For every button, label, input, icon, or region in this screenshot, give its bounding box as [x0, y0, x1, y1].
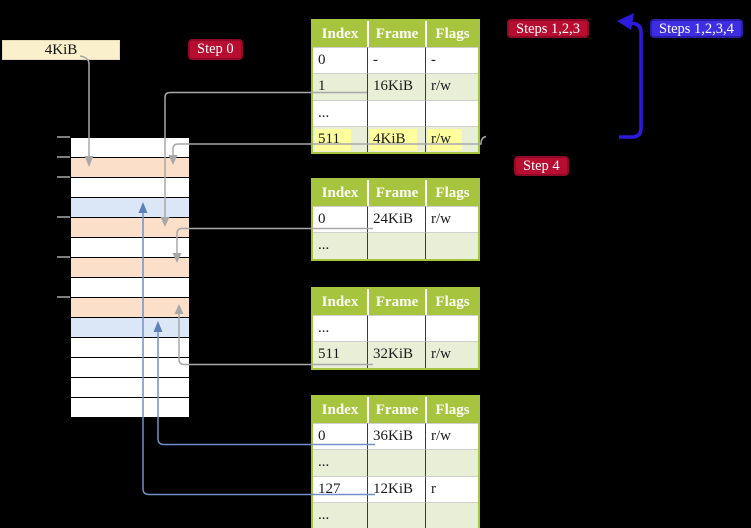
- table-cell: ...: [313, 99, 367, 126]
- table-cell: 32KiB: [367, 341, 425, 368]
- table-cell: [367, 99, 425, 126]
- memory-address-tick: [57, 176, 70, 178]
- table-header-cell: Frame: [367, 21, 425, 48]
- table-cell: r: [425, 475, 478, 502]
- table-cell: -: [425, 47, 478, 74]
- table-header-cell: Flags: [425, 289, 478, 316]
- table-cell: ...: [313, 449, 367, 476]
- step-0-badge: Step 0: [188, 39, 243, 60]
- table-cell: ...: [313, 501, 367, 528]
- memory-frame-row-28kib: [71, 278, 189, 298]
- memory-frame-row-20kib: [71, 238, 189, 258]
- table-header-cell: Index: [313, 289, 367, 316]
- highlighted-value: 4KiB: [370, 128, 417, 151]
- table-cell: [367, 232, 425, 259]
- table-cell: 16KiB: [367, 73, 425, 100]
- table-cell: 36KiB: [367, 423, 425, 450]
- table-cell: [367, 449, 425, 476]
- table-cell: 4KiB: [367, 125, 425, 152]
- table-cell: r/w: [425, 206, 478, 233]
- table-header-cell: Index: [313, 397, 367, 424]
- table-cell: [425, 315, 478, 342]
- table-cell: -: [367, 47, 425, 74]
- memory-frame-row-24kib: [71, 258, 189, 278]
- highlighted-value: 511: [315, 128, 351, 151]
- memory-frame-row-0kib: [71, 138, 189, 158]
- steps-1234-arrow-line: [619, 21, 643, 139]
- steps-1234-badge: Steps 1,2,3,4: [650, 19, 743, 38]
- memory-address-tick: [57, 256, 70, 258]
- table-header-cell: Flags: [425, 21, 478, 48]
- step-4-badge: Step 4: [514, 156, 569, 176]
- memory-frame-row-16kib: [71, 218, 189, 238]
- table-cell: r/w: [425, 423, 478, 450]
- highlighted-value: r/w: [428, 128, 462, 151]
- table-header-cell: Frame: [367, 180, 425, 207]
- table-cell: 127: [313, 475, 367, 502]
- table-header-cell: Frame: [367, 397, 425, 424]
- table-cell: 12KiB: [367, 475, 425, 502]
- table-cell: [425, 232, 478, 259]
- memory-address-tick: [57, 216, 70, 218]
- table-cell: r/w: [425, 341, 478, 368]
- physical-memory-stripe: [70, 137, 190, 418]
- table-cell: r/w: [425, 125, 478, 152]
- table-cell: 0: [313, 206, 367, 233]
- memory-address-tick: [57, 156, 70, 158]
- memory-address-tick: [57, 296, 70, 298]
- table-cell: [367, 315, 425, 342]
- table-cell: [425, 501, 478, 528]
- table-header-cell: Flags: [425, 397, 478, 424]
- memory-frame-row-48kib: [71, 378, 189, 398]
- table-header-cell: Flags: [425, 180, 478, 207]
- table-cell: [425, 449, 478, 476]
- table-cell: 511: [313, 341, 367, 368]
- table-cell: 24KiB: [367, 206, 425, 233]
- table-cell: 1: [313, 73, 367, 100]
- frame-size-label: 4KiB: [2, 40, 120, 60]
- memory-frame-row-36kib: [71, 318, 189, 338]
- table-header-cell: Index: [313, 21, 367, 48]
- steps-123-badge: Steps 1,2,3: [507, 19, 590, 38]
- memory-address-tick: [57, 136, 70, 138]
- steps-1234-arrowhead: [617, 13, 634, 30]
- memory-frame-row-8kib: [71, 178, 189, 198]
- memory-frame-row-12kib: [71, 198, 189, 218]
- table-header-cell: Index: [313, 180, 367, 207]
- table-cell: 511: [313, 125, 367, 152]
- table-cell: ...: [313, 315, 367, 342]
- memory-frame-row-44kib: [71, 358, 189, 378]
- table-cell: [367, 501, 425, 528]
- memory-frame-row-32kib: [71, 298, 189, 318]
- table-cell: ...: [313, 232, 367, 259]
- memory-frame-row-4kib: [71, 158, 189, 178]
- table-cell: [425, 99, 478, 126]
- memory-frame-row-40kib: [71, 338, 189, 358]
- table-cell: 0: [313, 423, 367, 450]
- table-header-cell: Frame: [367, 289, 425, 316]
- memory-frame-row-52kib: [71, 398, 189, 417]
- table-cell: 0: [313, 47, 367, 74]
- table-cell: r/w: [425, 73, 478, 100]
